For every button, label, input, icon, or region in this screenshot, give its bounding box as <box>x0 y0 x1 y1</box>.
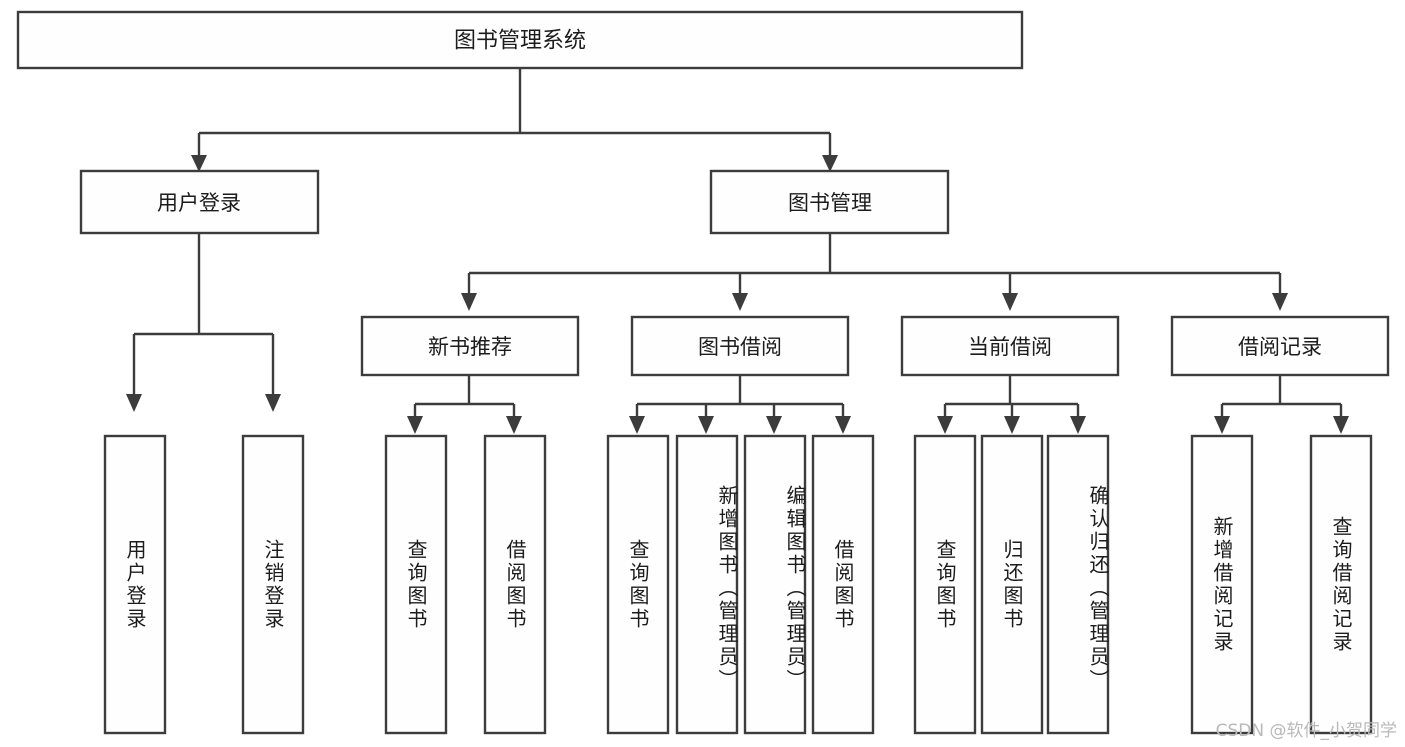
connector-newbook-to-leaves <box>407 375 522 434</box>
leaf-box-bookborrow-3[interactable] <box>743 434 807 735</box>
connector-borrowrecord-to-leaves <box>1214 375 1349 434</box>
node-book-borrow[interactable]: 图书借阅 <box>630 315 850 377</box>
node-root-label: 图书管理系统 <box>454 29 586 54</box>
leaf-box-borrowrecord-2[interactable] <box>1309 434 1373 735</box>
leaf-box-newbook-1[interactable] <box>384 434 448 735</box>
connector-root-to-level2 <box>191 68 838 172</box>
leaf-box-currentborrow-2[interactable] <box>980 434 1044 735</box>
node-current-borrow-label: 当前借阅 <box>968 335 1052 359</box>
connector-userlogin-to-leaves <box>126 233 281 412</box>
leaf-box-currentborrow-1[interactable] <box>913 434 977 735</box>
watermark-text: CSDN @软件_小贺同学 <box>1215 721 1397 741</box>
leaf-box-newbook-2[interactable] <box>483 434 547 735</box>
leaf-box-user-login-2[interactable] <box>241 434 305 735</box>
leaf-box-bookborrow-1[interactable] <box>606 434 670 735</box>
node-borrow-record[interactable]: 借阅记录 <box>1170 315 1390 377</box>
connector-bookmgmt-to-level3 <box>461 233 1288 311</box>
node-user-login[interactable]: 用户登录 <box>79 169 320 235</box>
node-book-borrow-label: 图书借阅 <box>698 335 782 359</box>
leaf-box-borrowrecord-1[interactable] <box>1190 434 1254 735</box>
node-borrow-record-label: 借阅记录 <box>1238 335 1322 359</box>
node-new-book-recommend-label: 新书推荐 <box>428 335 512 359</box>
node-root[interactable]: 图书管理系统 <box>16 10 1024 70</box>
leaf-box-currentborrow-3[interactable] <box>1046 434 1110 735</box>
node-user-login-label: 用户登录 <box>157 191 241 215</box>
leaf-box-user-login-1[interactable] <box>103 434 167 735</box>
connector-bookborrow-to-leaves <box>629 375 851 434</box>
leaf-box-bookborrow-2[interactable] <box>675 434 739 735</box>
node-book-management-label: 图书管理 <box>788 191 872 215</box>
node-new-book-recommend[interactable]: 新书推荐 <box>360 315 580 377</box>
node-book-management[interactable]: 图书管理 <box>709 169 950 235</box>
node-current-borrow[interactable]: 当前借阅 <box>900 315 1120 377</box>
connector-currentborrow-to-leaves <box>937 375 1086 434</box>
leaf-box-bookborrow-4[interactable] <box>811 434 875 735</box>
